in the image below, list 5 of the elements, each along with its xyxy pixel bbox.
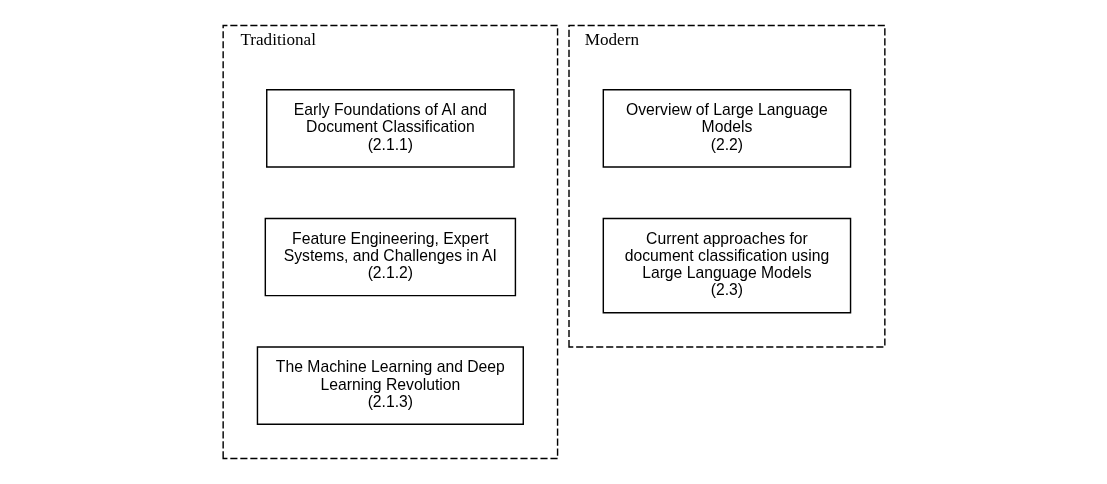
node-box: The Machine Learning and Deep Learning Revolution (2.1.3) xyxy=(256,346,524,425)
node-box: Early Foundations of AI and Document Classification (2.1.1) xyxy=(265,89,515,168)
node-box: Overview of Large Language Models (2.2) xyxy=(602,89,851,168)
node-box: Feature Engineering, Expert Systems, and Challenges in AI (2.1.2) xyxy=(264,217,516,297)
node-box: Current approaches for document classification using Large Language Models (2.3) xyxy=(602,217,851,314)
